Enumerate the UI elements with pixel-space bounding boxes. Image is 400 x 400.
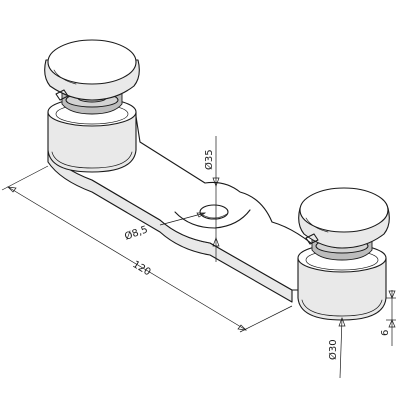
center-hole-inner <box>200 213 228 219</box>
right-cylinder-rim-line <box>301 299 383 317</box>
dim-thickness-label: 6 <box>380 330 391 336</box>
dim-plate-diameter-label: Ø35 <box>203 149 215 170</box>
dimension-lines <box>1 136 396 379</box>
plate-boss-curve <box>174 209 251 229</box>
dim-length-label: 120 <box>130 259 152 278</box>
left-standoff <box>44 39 140 173</box>
center-hole <box>199 204 229 220</box>
left-cap-top <box>47 39 137 85</box>
dim-hole-label: Ø8,5 <box>123 223 149 242</box>
left-setscrew <box>55 89 69 101</box>
right-cap-top <box>299 187 389 233</box>
left-cylinder-rim-line <box>51 151 133 169</box>
right-setscrew <box>305 233 319 245</box>
left-cylinder-body <box>47 111 137 173</box>
right-cap-highlight <box>305 217 329 233</box>
right-standoff <box>297 187 390 321</box>
dim-disc-diameter-label: Ø30 <box>327 339 339 360</box>
left-cap-highlight <box>53 69 77 85</box>
